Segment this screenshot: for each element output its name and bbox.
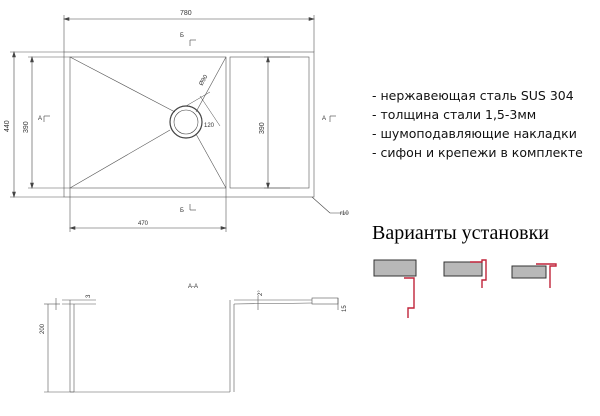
drain-icon bbox=[169, 91, 221, 139]
section-mark-b-bottom: Б bbox=[180, 208, 184, 214]
dim-drain-offset: 120 bbox=[204, 123, 215, 129]
drainboard-outline bbox=[229, 56, 310, 189]
spec-item: - толщина стали 1,5-3мм bbox=[372, 107, 537, 122]
dim-slope: 2° bbox=[258, 290, 264, 296]
dim-drain-diameter: Ø90 bbox=[199, 74, 210, 87]
spec-item: - сифон и крепежи в комплекте bbox=[372, 145, 583, 160]
variants-title: Варианты установки bbox=[372, 222, 549, 244]
section-mark-a-left: А bbox=[38, 116, 42, 122]
variant-overmount-icon bbox=[511, 263, 557, 288]
dim-height-left: 440 bbox=[4, 120, 11, 132]
dim-bowl-height-left: 390 bbox=[23, 121, 30, 133]
spec-item: - нержавеющая сталь SUS 304 bbox=[372, 88, 574, 103]
section-title: А-А bbox=[188, 284, 198, 290]
variant-undermount-icon bbox=[373, 259, 417, 318]
dim-rim: 15 bbox=[342, 305, 348, 312]
technical-drawing: 780 440 390 390 Ø90 120 470 r10 Б Б А А … bbox=[4, 10, 349, 393]
spec-item: - шумоподавляющие накладки bbox=[372, 126, 577, 141]
dim-width-top: 780 bbox=[180, 10, 192, 17]
dim-corner-radius: r10 bbox=[340, 211, 349, 217]
specs-list: - нержавеющая сталь SUS 304 - толщина ст… bbox=[372, 86, 583, 162]
dim-depth: 200 bbox=[40, 323, 46, 334]
sink-outline bbox=[63, 51, 315, 198]
bowl-outline bbox=[69, 56, 227, 189]
section-mark-a-right: А bbox=[322, 116, 326, 122]
dim-thickness: 3 bbox=[86, 294, 92, 298]
installation-variants bbox=[373, 259, 557, 318]
dim-bowl-width: 470 bbox=[138, 221, 149, 227]
dim-bowl-height-right: 390 bbox=[259, 122, 266, 134]
section-mark-b-top: Б bbox=[180, 33, 184, 39]
variant-flush-mount-icon bbox=[443, 259, 487, 288]
